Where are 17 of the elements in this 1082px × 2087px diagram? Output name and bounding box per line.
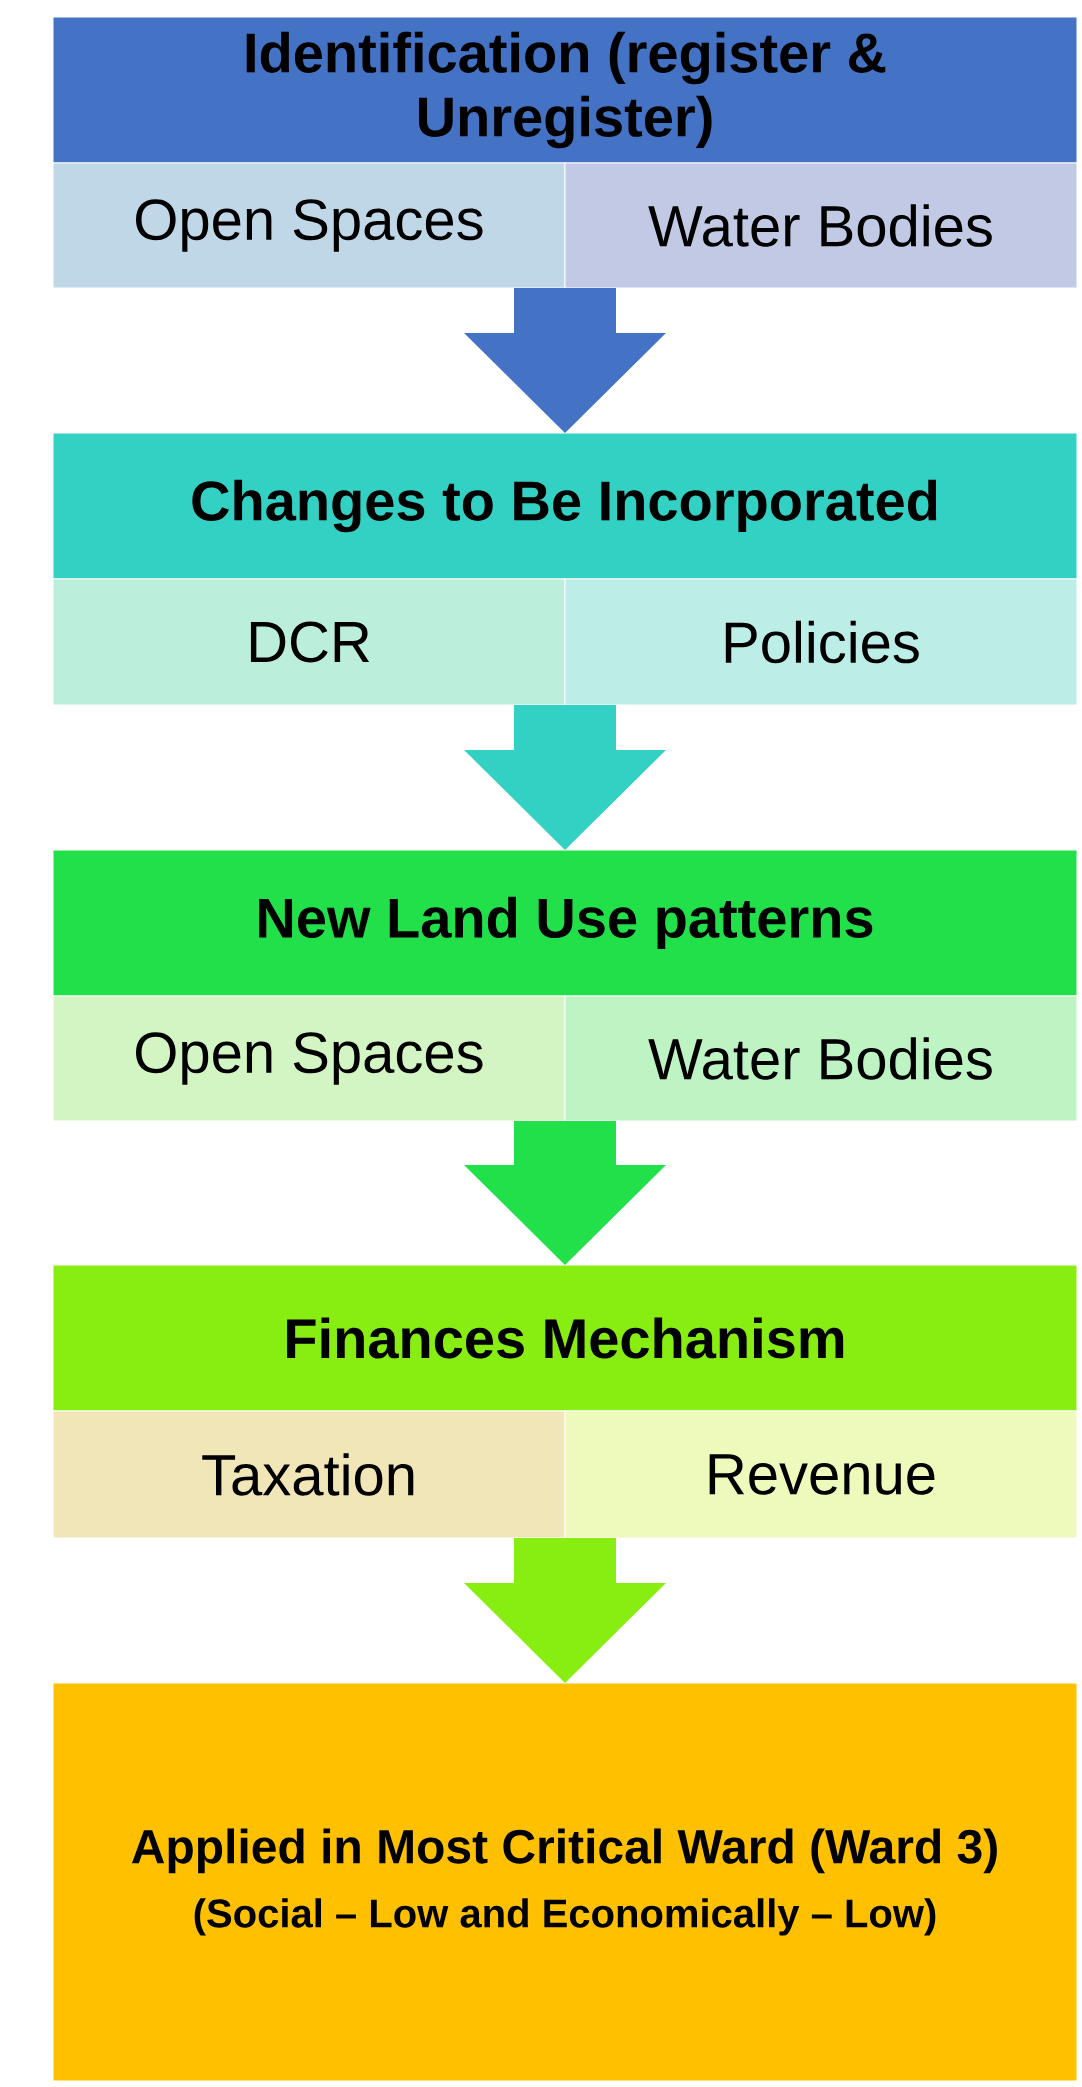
category-cell: Open Spaces — [52, 162, 566, 289]
result-box: Applied in Most Critical Ward (Ward 3) (Social – Low and Economically – Low) — [52, 1682, 1078, 2082]
block-arrow — [464, 288, 666, 433]
category-cell: DCR — [52, 578, 566, 706]
category-cell: Taxation — [52, 1410, 566, 1539]
category-cell: Water Bodies — [564, 162, 1078, 289]
stage-header: Changes to Be Incorporated — [52, 432, 1078, 580]
category-cell: Water Bodies — [564, 995, 1078, 1122]
category-cell: Open Spaces — [52, 995, 566, 1122]
category-cell: Policies — [564, 578, 1078, 706]
block-arrow — [464, 1121, 666, 1265]
block-arrow — [464, 705, 666, 850]
category-cell: Revenue — [564, 1410, 1078, 1539]
block-arrow — [464, 1538, 666, 1683]
stage-header: Finances Mechanism — [52, 1264, 1078, 1412]
stage-header: New Land Use patterns — [52, 849, 1078, 997]
stage-header: Identification (register & Unregister) — [52, 16, 1078, 164]
